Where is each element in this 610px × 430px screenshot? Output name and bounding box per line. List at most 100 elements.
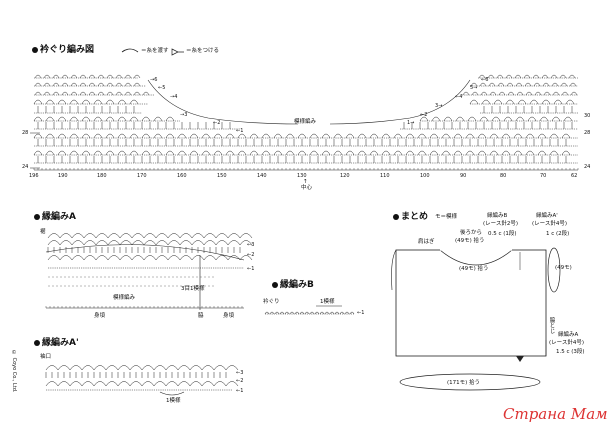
stitch-mark (165, 133, 175, 139)
stitch-mark (43, 74, 51, 79)
stitch-mark (105, 99, 115, 105)
stitch-mark (143, 255, 157, 261)
stitch-mark (69, 116, 79, 122)
stitch-mark (34, 74, 42, 79)
stitch-mark (345, 133, 355, 139)
stitch-mark (34, 91, 42, 96)
stitch-mark (294, 311, 300, 315)
stitch-mark (45, 133, 55, 139)
stitch-mark (141, 381, 155, 387)
row-label-right: 24 (584, 164, 591, 170)
stitch-mark (155, 240, 169, 246)
stitch-mark (429, 150, 439, 156)
stitch-mark (441, 150, 451, 156)
edging-a2-name: 縁編みA' (536, 213, 558, 219)
stitch-mark (189, 365, 203, 371)
stitch-mark (419, 116, 429, 122)
stitch-mark (155, 255, 169, 261)
stitch-mark (215, 255, 229, 261)
stitch-mark (488, 82, 496, 87)
stitch-mark (117, 381, 131, 387)
edging-b-side-label: 衿ぐり (263, 299, 280, 305)
stitch-mark (43, 82, 51, 87)
stitch-mark (201, 150, 211, 156)
row-marker: ←5 (158, 85, 166, 91)
stitch-mark (97, 91, 105, 96)
stitch-mark (47, 255, 61, 261)
stitch-mark (321, 133, 331, 139)
stitch-mark (106, 74, 114, 79)
stitch-mark (81, 116, 91, 122)
stitch-mark (417, 150, 427, 156)
stitch-mark (105, 133, 115, 139)
stitch-mark (107, 255, 121, 261)
bullet-icon (34, 213, 40, 220)
stitch-mark (177, 133, 187, 139)
stitch-mark (45, 381, 59, 387)
stitch-mark (191, 255, 205, 261)
row-marker: ←1 (247, 266, 255, 272)
stitch-mark (550, 74, 558, 79)
stitch-mark (107, 233, 121, 239)
stitch-mark (565, 99, 575, 105)
stitch-mark (57, 99, 67, 105)
bullet-icon (393, 213, 399, 220)
stitch-mark (165, 381, 179, 387)
side-seam-label: 脇とじ (548, 317, 555, 334)
stitch-mark (393, 133, 403, 139)
stitch-mark (153, 133, 163, 139)
stitch-mark (507, 91, 515, 96)
stitch-mark (119, 255, 133, 261)
row-marker: ←2 (236, 378, 244, 384)
axis-tick: 62 (571, 173, 578, 179)
hem-ellipse (399, 373, 541, 391)
stitch-mark (115, 74, 123, 79)
stitch-mark (129, 381, 143, 387)
row-marker: ←6 (481, 77, 489, 83)
stitch-mark (165, 150, 175, 156)
edging-b-title: 縁編みB (272, 281, 314, 290)
stitch-mark (45, 150, 55, 156)
stitch-mark (153, 381, 167, 387)
stitch-mark (153, 365, 167, 371)
stitch-mark (369, 150, 379, 156)
stitch-mark (549, 133, 559, 139)
stitch-mark (532, 74, 540, 79)
stitch-mark (129, 365, 143, 371)
stitch-mark (61, 91, 69, 96)
stitch-mark (237, 150, 247, 156)
stitch-mark (143, 233, 157, 239)
stitch-mark (480, 91, 488, 96)
stitch-mark (119, 240, 133, 246)
stitch-mark (524, 82, 532, 87)
row-marker: ←1 (357, 310, 365, 316)
stitch-mark (59, 255, 73, 261)
stitch-mark (465, 150, 475, 156)
stitch-mark (369, 133, 379, 139)
stitch-mark (93, 116, 103, 122)
row-label-right: 30 (584, 113, 591, 119)
stitch-mark (165, 365, 179, 371)
stitch-mark (81, 381, 95, 387)
stitch-mark (69, 381, 83, 387)
axis-tick: 190 (58, 173, 68, 179)
edging-a-name: 縁編みA (558, 332, 579, 338)
stitch-mark (83, 255, 97, 261)
stitch-mark (481, 99, 491, 105)
stitch-mark (133, 74, 141, 79)
stitch-mark (124, 82, 132, 87)
stitch-mark (70, 91, 78, 96)
stitch-mark (239, 255, 253, 261)
assembly-title: まとめ (393, 213, 428, 222)
stitch-mark (177, 381, 191, 387)
stitch-mark (57, 381, 71, 387)
stitch-mark (93, 99, 103, 105)
edging-a-repeat-label: 3目1模様 (181, 286, 205, 292)
stitch-mark (333, 133, 343, 139)
stitch-mark (334, 311, 340, 315)
stitch-mark (537, 150, 547, 156)
stitch-mark (568, 74, 576, 79)
stitch-mark (215, 240, 229, 246)
neckline-curve (439, 249, 513, 266)
